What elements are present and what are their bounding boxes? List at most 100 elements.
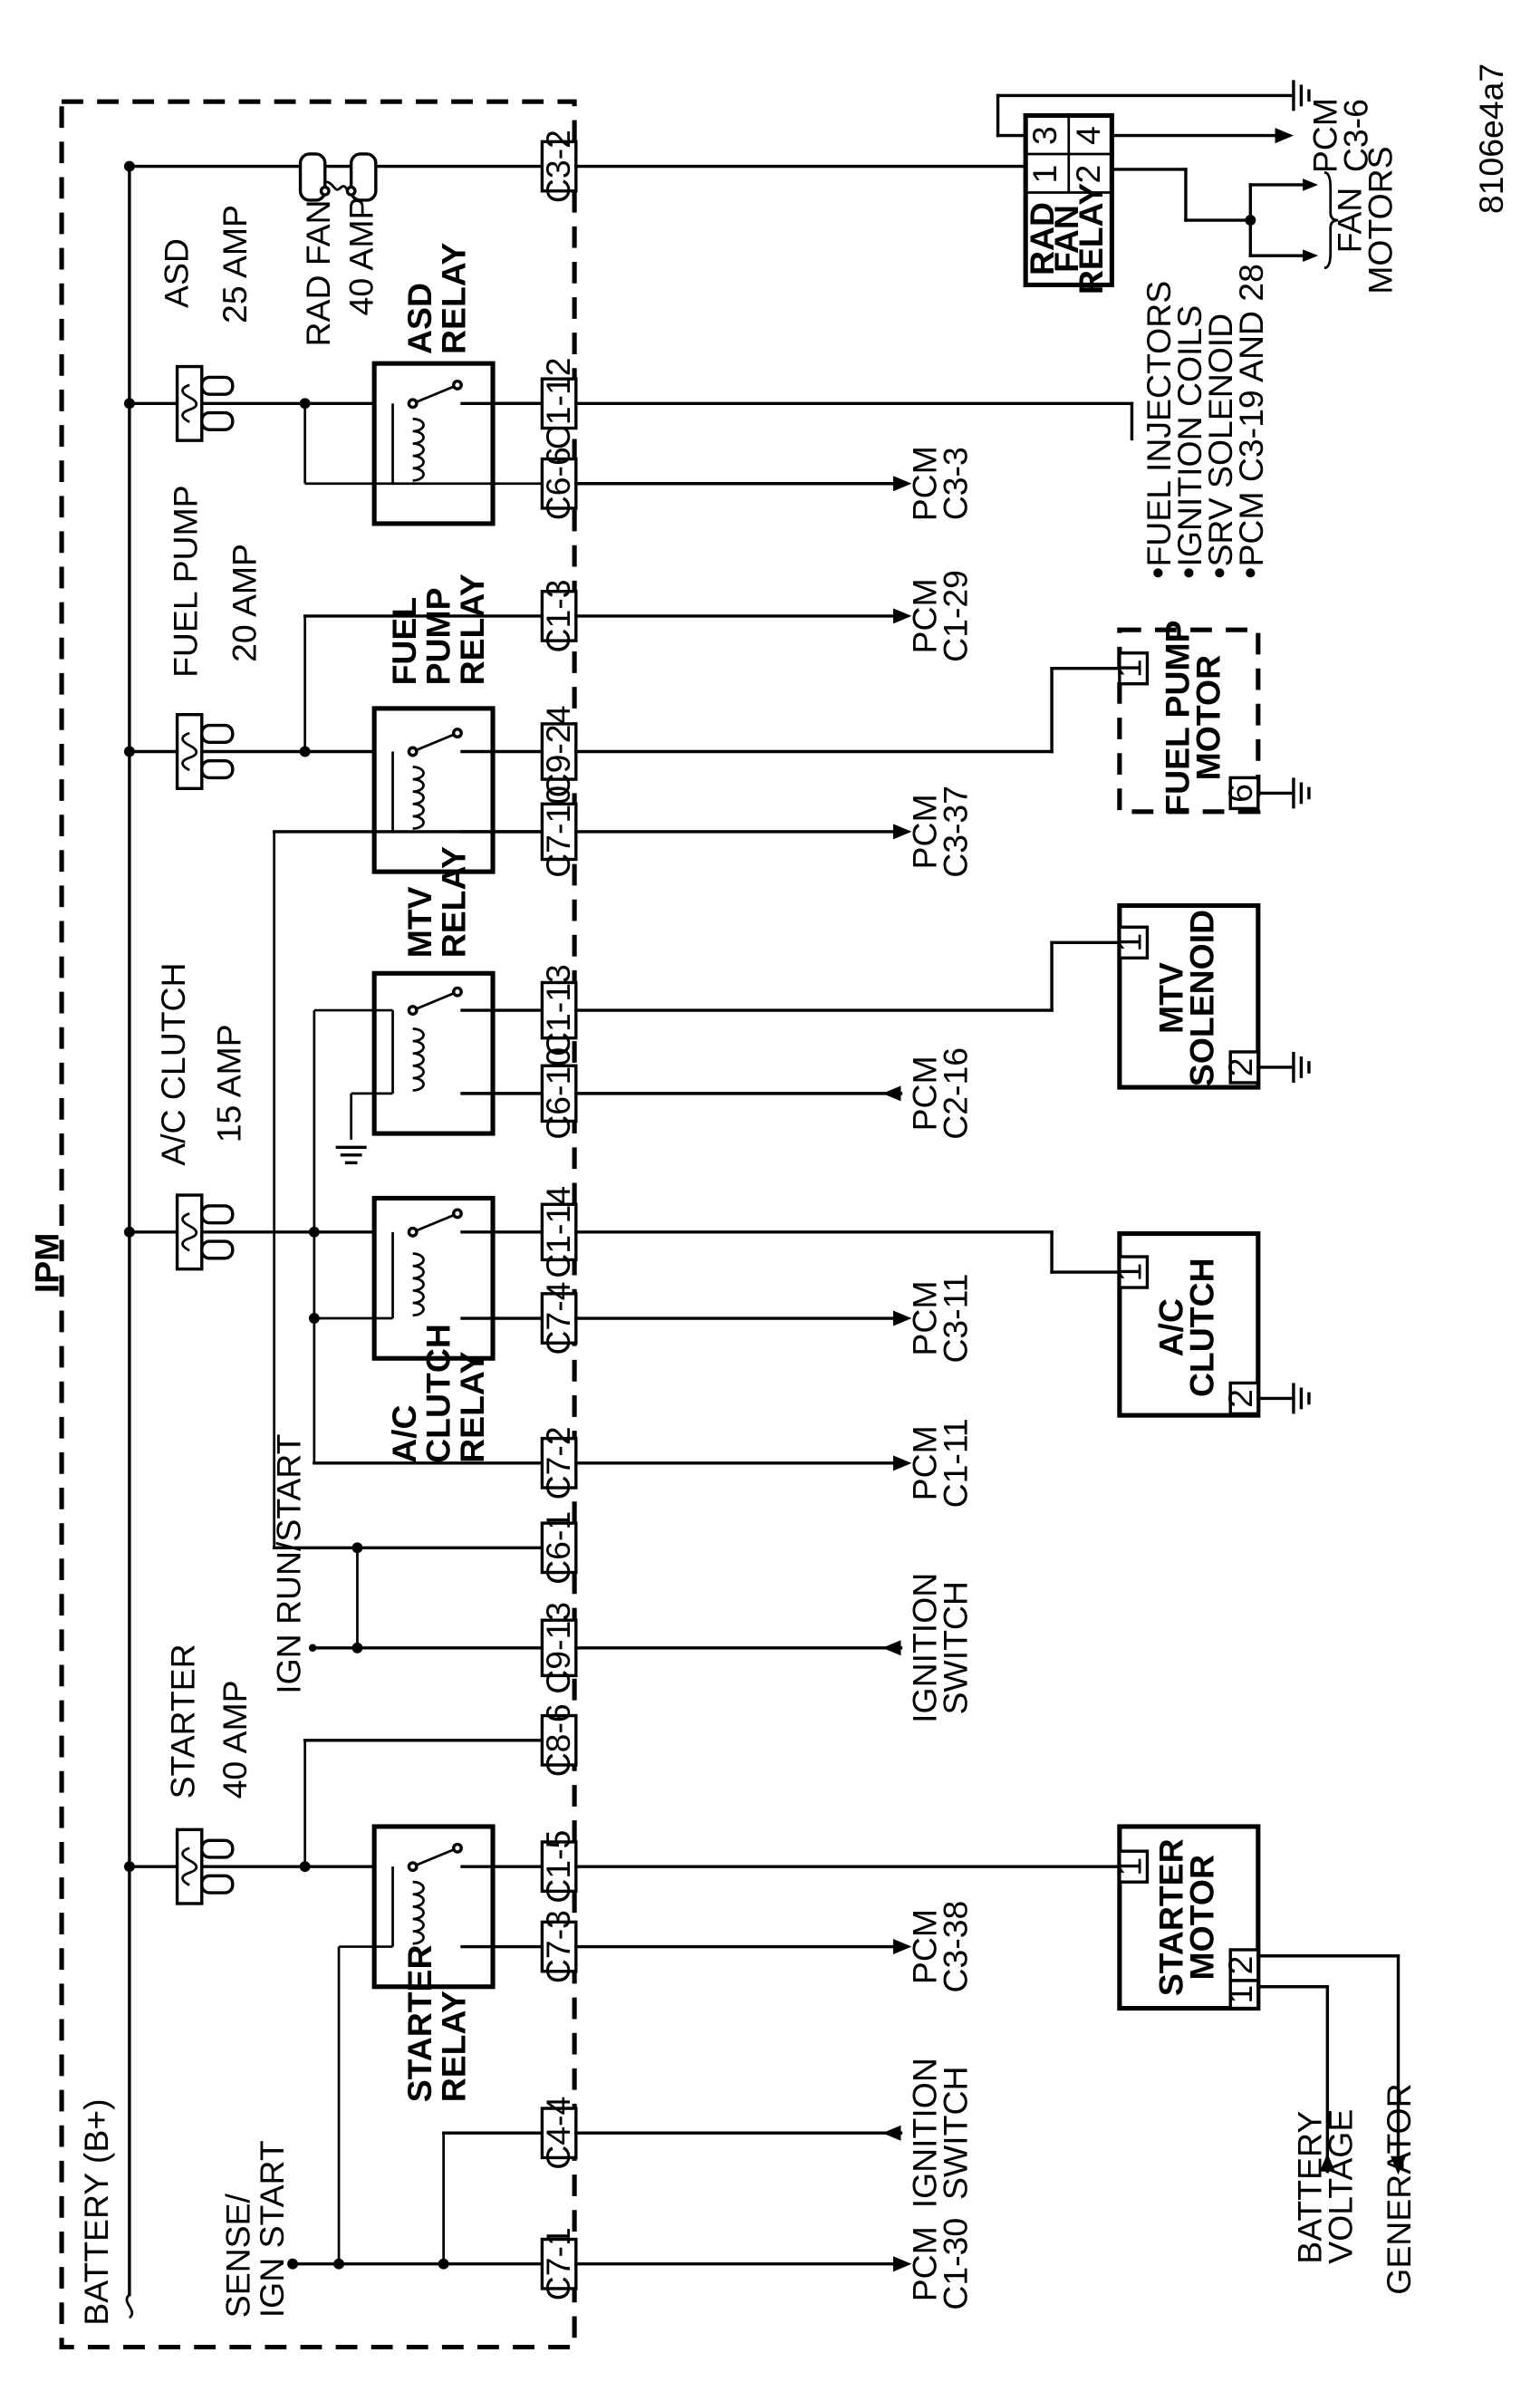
svg-text:PCM: PCM <box>906 1056 944 1131</box>
fuel-pump-fuse-rating: 20 AMP <box>225 544 263 662</box>
generator-label: GENERATOR <box>1380 2083 1418 2294</box>
fuel-pump-relay-label-3: RELAY <box>453 574 491 685</box>
fan-motors-label-2: MOTORS <box>1362 146 1400 294</box>
connector-c1-12: C1-12 <box>539 357 577 449</box>
starter-motor: 1 2 1 STARTER MOTOR <box>1111 1824 1261 2011</box>
ipm-connectors: C3-2 C1-12 C6-6 C1-3 C9-24 C7-10 C1-13 C… <box>539 130 578 2300</box>
svg-text:STARTER: STARTER <box>1152 1838 1190 1996</box>
svg-text:IGNITION: IGNITION <box>906 1573 944 1723</box>
asd-fuse-rating: 25 AMP <box>216 205 254 323</box>
connector-c8-6: C8-6 <box>539 1703 577 1777</box>
starter-fuse-name: STARTER <box>163 1644 201 1798</box>
ipm-boundary <box>59 99 577 2350</box>
svg-text:SOLENOID: SOLENOID <box>1183 910 1221 1086</box>
mtv-relay-label-1: MTV <box>400 886 438 958</box>
rad-fan-fuse-name: RAD FAN <box>299 199 337 346</box>
svg-text:PCM: PCM <box>906 1281 944 1356</box>
asd-relay-label-2: RELAY <box>434 243 472 354</box>
mtv-relay <box>371 970 496 1136</box>
svg-text:A/C: A/C <box>1152 1298 1190 1356</box>
svg-text:CLUTCH: CLUTCH <box>1183 1258 1221 1397</box>
rad-fan-relay: 3 4 1 2 RAD FAN RELAY <box>1023 112 1114 294</box>
svg-text:1: 1 <box>1221 1985 1259 2004</box>
svg-text:C3-37: C3-37 <box>937 786 975 878</box>
svg-text:PCM: PCM <box>906 446 944 521</box>
svg-text:C2-16: C2-16 <box>937 1047 975 1140</box>
connector-c7-2: C7-2 <box>539 1426 577 1499</box>
svg-text:PCM C3-19 AND 28: PCM C3-19 AND 28 <box>1232 264 1270 566</box>
svg-text:C1-29: C1-29 <box>937 570 975 662</box>
ac-clutch-relay-label-3: RELAY <box>453 1352 491 1463</box>
starter-fuse-rating: 40 AMP <box>216 1680 254 1798</box>
svg-text:RAD: RAD <box>1023 202 1061 275</box>
svg-text:MOTOR: MOTOR <box>1183 1855 1221 1980</box>
connector-c1-14: C1-14 <box>539 1186 577 1278</box>
svg-text:PCM: PCM <box>906 1425 944 1500</box>
fuel-pump-relay-label-2: PUMP <box>419 587 457 685</box>
connector-c9-24: C9-24 <box>539 706 577 798</box>
svg-text:SWITCH: SWITCH <box>937 2067 975 2200</box>
asd-relay <box>371 361 496 526</box>
external-wires <box>574 164 1134 2272</box>
starter-relay-label-2: RELAY <box>434 1991 472 2102</box>
svg-text:2: 2 <box>1221 1956 1259 1975</box>
fan-motors-label-1: FAN <box>1331 188 1369 254</box>
connector-c6-1: C6-1 <box>539 1511 577 1585</box>
svg-text:4: 4 <box>1069 126 1107 145</box>
sense-label-1: SENSE/ <box>218 2194 256 2319</box>
pcm-c3-6-pin: C3-6 <box>1337 99 1375 172</box>
connector-c3-2: C3-2 <box>539 130 577 203</box>
svg-text:C3-38: C3-38 <box>937 1901 975 1993</box>
ign-run-start-label: IGN RUN/START <box>270 1434 308 1694</box>
svg-text:2: 2 <box>1221 1058 1259 1077</box>
relay-internals <box>391 380 544 1947</box>
svg-text:FUEL PUMP: FUEL PUMP <box>1158 620 1196 815</box>
svg-text:1: 1 <box>1111 659 1149 678</box>
svg-text:1: 1 <box>1111 1263 1149 1282</box>
connector-c7-3: C7-3 <box>539 1910 577 1983</box>
fuel-pump-relay <box>371 706 496 874</box>
connector-c1-3: C1-3 <box>539 579 577 652</box>
connector-c9-13: C9-13 <box>539 1602 577 1694</box>
svg-text:6: 6 <box>1221 784 1259 803</box>
connector-c4-4: C4-4 <box>539 2097 577 2170</box>
svg-text:C1-30: C1-30 <box>937 2218 975 2310</box>
sense-label-2: IGN START <box>253 2140 291 2318</box>
asd-output-list: FUEL INJECTORS IGNITION COILS SRV SOLENO… <box>1140 264 1270 578</box>
battery-label: BATTERY (B+) <box>77 2098 115 2325</box>
connector-c1-13: C1-13 <box>539 964 577 1056</box>
svg-text:C3-3: C3-3 <box>937 447 975 520</box>
fuel-pump-motor: 1 6 FUEL PUMP MOTOR <box>1111 620 1261 815</box>
svg-text:2: 2 <box>1221 1389 1259 1408</box>
svg-text:1: 1 <box>1025 165 1064 184</box>
svg-text:PCM: PCM <box>906 2226 944 2301</box>
svg-text:C1-11: C1-11 <box>937 1418 975 1508</box>
starter-relay <box>371 1824 496 1990</box>
svg-text:RELAY: RELAY <box>1072 183 1110 294</box>
svg-text:MOTOR: MOTOR <box>1189 655 1227 780</box>
starter-relay-label-1: STARTER <box>400 1945 438 2103</box>
svg-text:SRV SOLENOID: SRV SOLENOID <box>1201 313 1239 567</box>
ac-clutch-relay-label-1: A/C <box>385 1404 423 1462</box>
pcm-labels: PCM C3-3 PCM C1-29 PCM C3-37 PCM C2-16 P… <box>906 446 975 2309</box>
svg-text:1: 1 <box>1111 933 1149 952</box>
rad-fan-fuse <box>298 152 378 202</box>
svg-text:IGNITION: IGNITION <box>906 2058 944 2208</box>
mtv-solenoid: 1 2 MTV SOLENOID <box>1111 902 1261 1090</box>
asd-fuse-name: ASD <box>157 238 195 308</box>
ac-clutch-fuse-rating: 15 AMP <box>209 1024 247 1143</box>
connector-c7-10: C7-10 <box>539 786 577 878</box>
figure-id: 8106e4a7 <box>1472 63 1510 214</box>
svg-text:IGNITION COILS: IGNITION COILS <box>1170 305 1208 567</box>
svg-text:2: 2 <box>1069 165 1107 184</box>
fuel-pump-relay-label-1: FUEL <box>385 597 423 686</box>
svg-text:PCM: PCM <box>906 794 944 869</box>
ac-clutch-relay <box>371 1195 496 1361</box>
ac-clutch-component: 1 2 A/C CLUTCH <box>1111 1230 1261 1418</box>
svg-text:MTV: MTV <box>1152 962 1190 1034</box>
svg-text:1: 1 <box>1111 1857 1149 1876</box>
asd-relay-label-1: ASD <box>400 283 438 354</box>
mtv-relay-label-2: RELAY <box>434 846 472 958</box>
connector-c7-4: C7-4 <box>539 1282 577 1355</box>
